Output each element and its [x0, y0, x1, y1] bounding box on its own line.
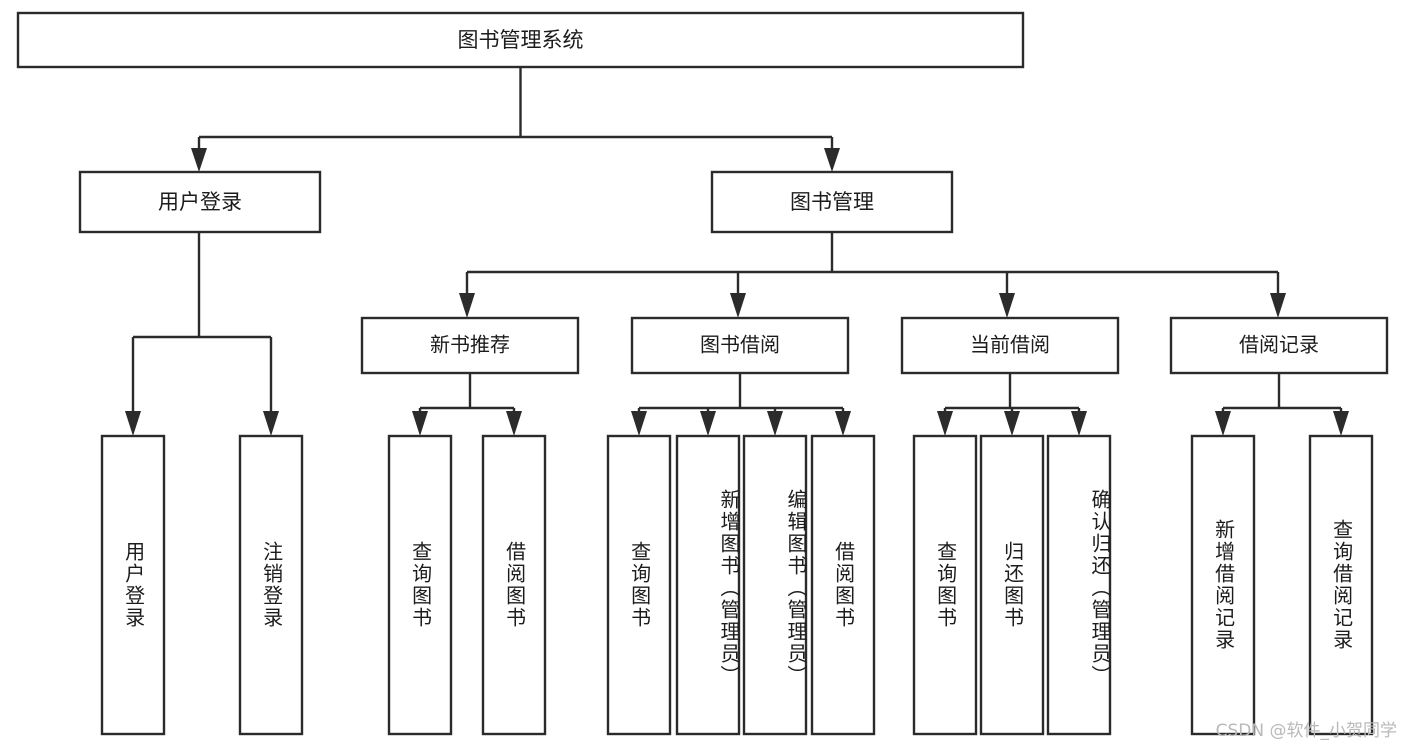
- connector-new-book-recommend-to-leaves: [412, 373, 522, 436]
- node-root-label: 图书管理系统: [458, 28, 584, 52]
- node-user-login[interactable]: 用户登录: [78, 170, 322, 234]
- node-current-borrow-label: 当前借阅: [970, 333, 1050, 357]
- arrowhead-br-2: [1333, 411, 1349, 436]
- connector-borrow-record-to-leaves: [1215, 373, 1349, 436]
- node-new-book-recommend[interactable]: 新书推荐: [360, 316, 580, 375]
- leaf-box-borrow-book-2[interactable]: [810, 434, 876, 736]
- arrowhead-bb-2: [700, 411, 716, 436]
- node-root[interactable]: 图书管理系统: [16, 11, 1025, 69]
- leaf-box-return-book[interactable]: [979, 434, 1045, 736]
- leaf-box-edit-book[interactable]: [742, 434, 808, 736]
- arrowhead-leaf-logout: [263, 411, 279, 436]
- node-book-management-label: 图书管理: [790, 190, 874, 214]
- connector-user-login-to-leaves: [125, 232, 279, 436]
- arrowhead-leaf-user-login: [125, 411, 141, 436]
- leaf-box-borrow-book-1[interactable]: [481, 434, 547, 736]
- arrowhead-cb-1: [937, 411, 953, 436]
- arrowhead-bb-1: [631, 411, 647, 436]
- node-new-book-recommend-label: 新书推荐: [430, 333, 510, 357]
- arrowhead-book-borrow: [730, 293, 746, 318]
- leaf-box-add-record[interactable]: [1190, 434, 1256, 736]
- node-user-login-label: 用户登录: [158, 190, 242, 214]
- arrowhead-cb-2: [1004, 411, 1020, 436]
- node-book-borrow-label: 图书借阅: [700, 333, 780, 357]
- arrowhead-nbr-1: [412, 411, 428, 436]
- csdn-watermark: CSDN @软件_小贺同学: [1215, 721, 1397, 741]
- node-book-borrow-box[interactable]: [630, 316, 850, 375]
- node-book-management-box[interactable]: [710, 170, 954, 234]
- arrowhead-bb-4: [835, 411, 851, 436]
- node-borrow-record[interactable]: 借阅记录: [1169, 316, 1389, 375]
- arrowhead-borrow-record: [1270, 293, 1286, 318]
- node-current-borrow-box[interactable]: [900, 316, 1120, 375]
- arrowhead-cb-3: [1071, 411, 1087, 436]
- leaf-box-user-login[interactable]: [100, 434, 166, 736]
- node-borrow-record-box[interactable]: [1169, 316, 1389, 375]
- node-book-borrow[interactable]: 图书借阅: [630, 316, 850, 375]
- arrowhead-nbr-2: [506, 411, 522, 436]
- leaf-box-query-book-2[interactable]: [606, 434, 672, 736]
- connector-book-borrow-to-leaves: [631, 373, 851, 436]
- connector-current-borrow-to-leaves: [937, 373, 1087, 436]
- leaf-box-query-book-3[interactable]: [912, 434, 978, 736]
- node-borrow-record-label: 借阅记录: [1239, 333, 1319, 357]
- node-book-management[interactable]: 图书管理: [710, 170, 954, 234]
- node-new-book-recommend-box[interactable]: [360, 316, 580, 375]
- connector-root-to-level2: [191, 67, 840, 172]
- node-current-borrow[interactable]: 当前借阅: [900, 316, 1120, 375]
- node-root-box[interactable]: [16, 11, 1025, 69]
- arrowhead-current-borrow: [999, 293, 1015, 318]
- leaf-box-logout[interactable]: [238, 434, 304, 736]
- arrowhead-new-book-recommend: [459, 293, 475, 318]
- arrowhead-br-1: [1215, 411, 1231, 436]
- leaf-box-confirm-return[interactable]: [1046, 434, 1112, 736]
- leaf-box-add-book[interactable]: [675, 434, 741, 736]
- arrowhead-user-login: [191, 148, 207, 172]
- arrowhead-book-management: [824, 148, 840, 172]
- leaf-box-query-book-1[interactable]: [387, 434, 453, 736]
- leaf-box-query-record[interactable]: [1308, 434, 1374, 736]
- arrowhead-bb-3: [767, 411, 783, 436]
- connector-book-management-to-level3: [459, 232, 1286, 318]
